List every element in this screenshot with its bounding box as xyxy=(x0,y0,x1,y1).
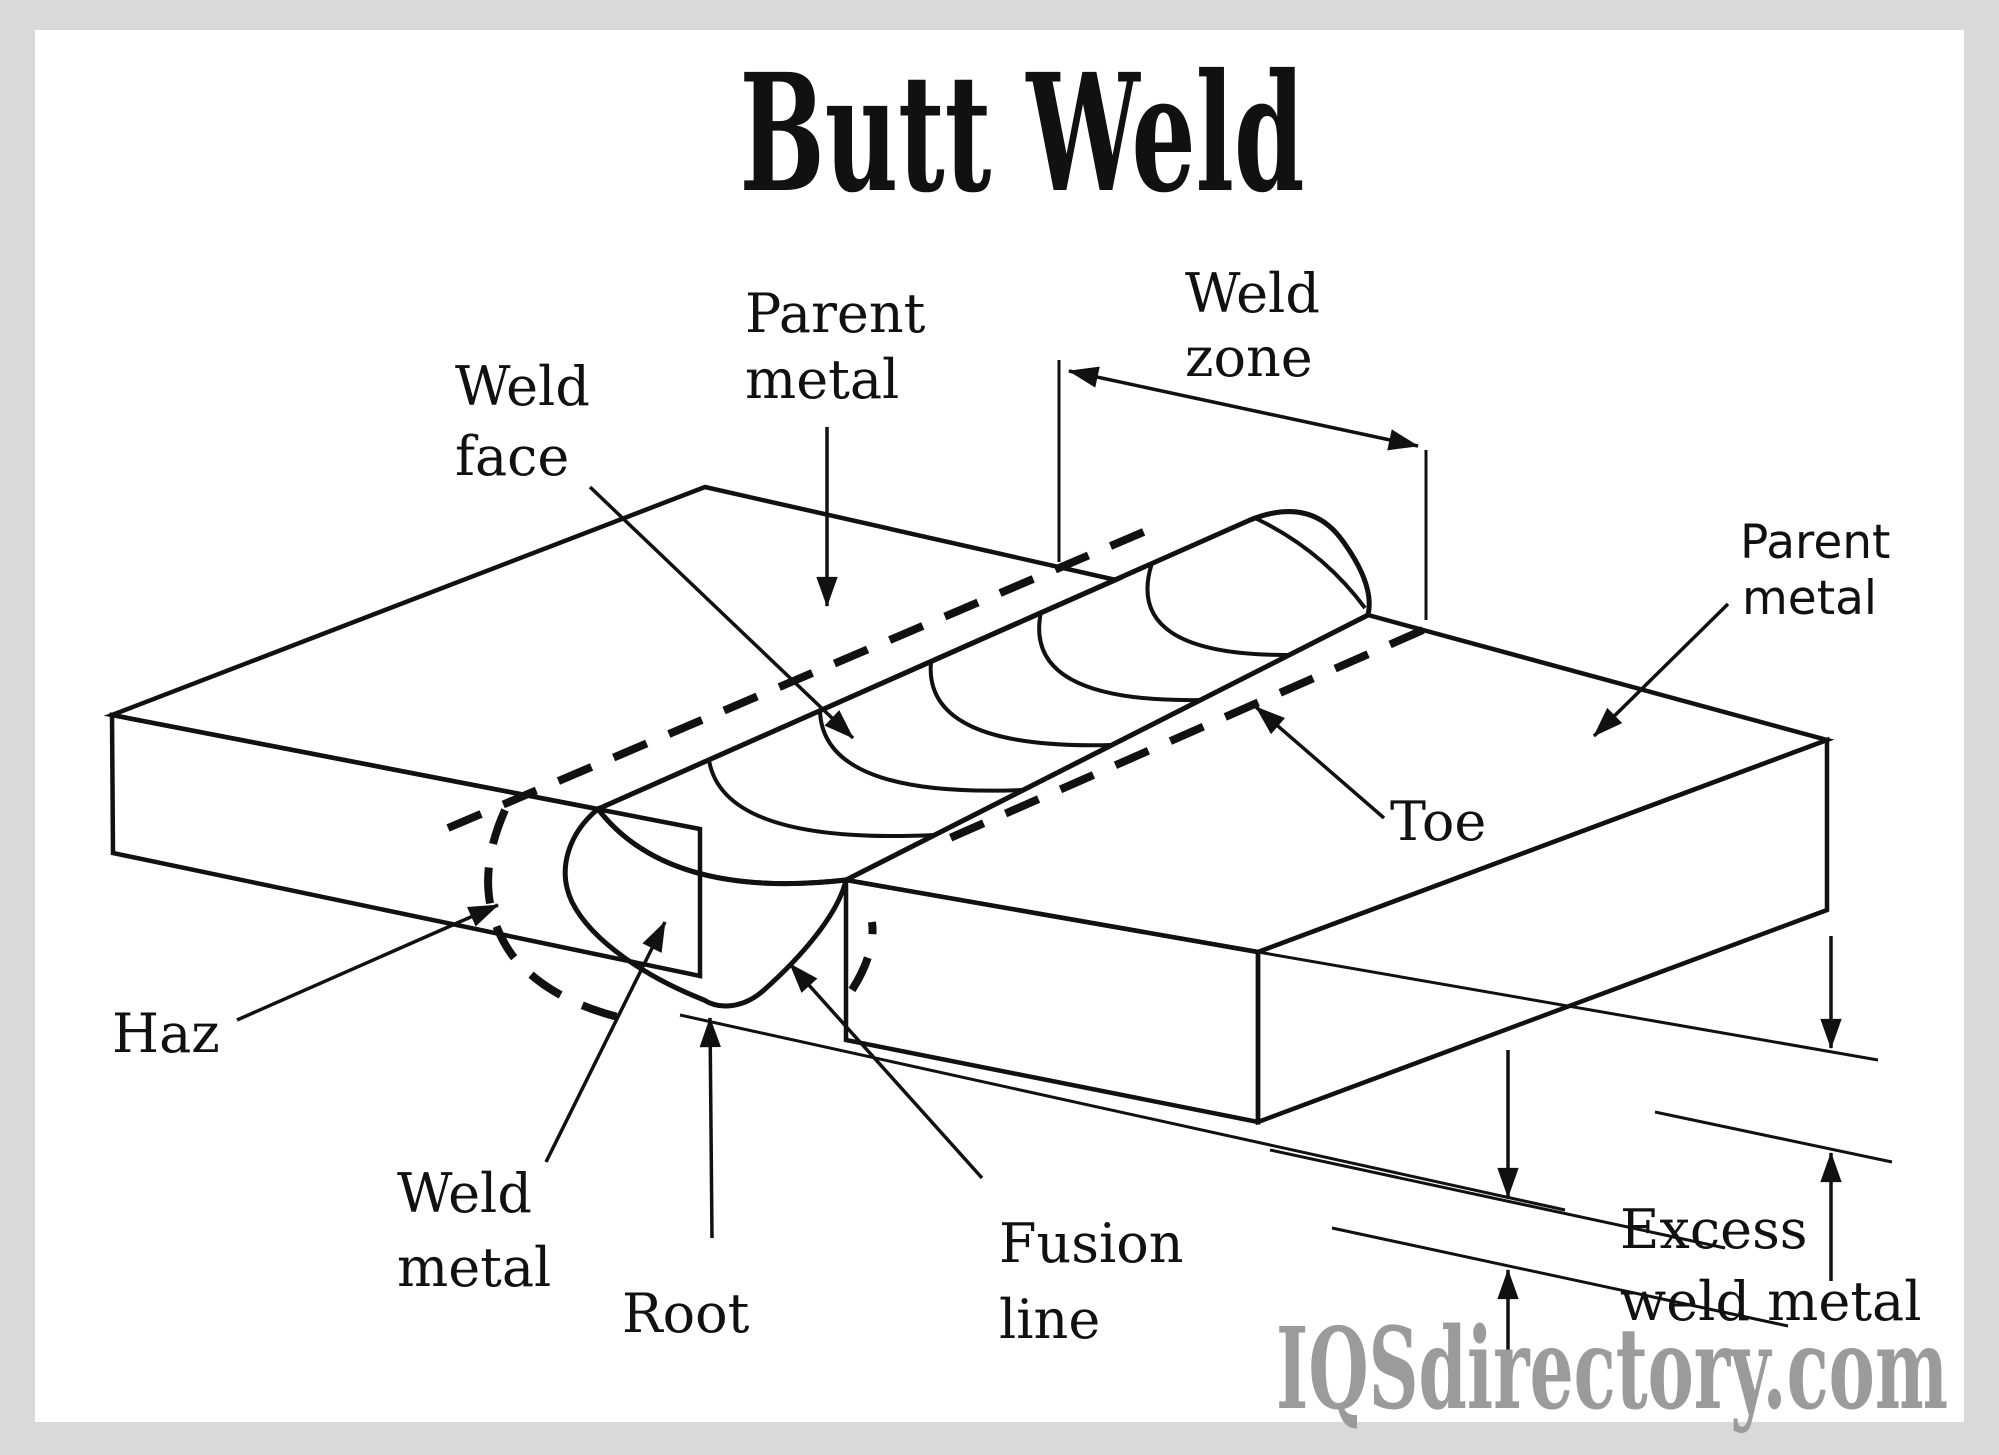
svg-text:Fusion: Fusion xyxy=(999,1212,1184,1275)
weld-metal-leader-arrow xyxy=(544,921,667,1163)
label-root: Root xyxy=(622,1282,750,1345)
weld-ripple-3 xyxy=(928,661,1113,748)
weld-bead-end-cap-arc xyxy=(1254,516,1367,610)
haz-leader-arrow xyxy=(236,903,499,1022)
canvas-background xyxy=(35,30,1964,1422)
label-toe: Toe xyxy=(1390,790,1486,853)
right-plate-front-face xyxy=(1255,736,1830,1126)
label-parent-metal-right: Parent metal xyxy=(1740,515,1890,626)
label-weld-face: Weld face xyxy=(455,355,590,488)
svg-text:Weld: Weld xyxy=(455,355,590,418)
svg-text:weld metal: weld metal xyxy=(1620,1270,1922,1333)
excess-reference-line-lower xyxy=(1331,1226,1789,1328)
weld-metal-cross-section xyxy=(562,805,850,1009)
weld-zone-dimension-arrow xyxy=(1068,366,1419,451)
weld-ripple-4 xyxy=(1037,611,1202,703)
excess-reference-line-right xyxy=(1654,1110,1893,1164)
weld-ripple-2 xyxy=(818,710,1024,793)
top-surface-extension-line xyxy=(1257,950,1879,1062)
weld-ripple-5 xyxy=(1145,562,1291,658)
haz-dashed-arc-end-face xyxy=(848,921,877,993)
haz-dashed-line-left xyxy=(446,521,1162,832)
svg-text:Parent: Parent xyxy=(745,282,926,345)
label-haz: Haz xyxy=(112,1002,220,1065)
svg-text:Parent: Parent xyxy=(1740,515,1890,570)
root-surface-extension-line xyxy=(679,1013,1566,1212)
root-leader-arrow xyxy=(699,1017,721,1239)
svg-text:line: line xyxy=(999,1288,1100,1351)
svg-text:Weld: Weld xyxy=(397,1162,532,1225)
haz-dashed-arc-front xyxy=(484,808,623,1022)
haz-dashed-line-right xyxy=(948,626,1425,842)
svg-text:metal: metal xyxy=(397,1236,551,1299)
diagram-title: Butt Weld xyxy=(740,39,1305,229)
excess-reference-line-upper xyxy=(1269,1148,1726,1250)
label-fusion-line: Fusion line xyxy=(999,1212,1184,1351)
toe-leader-arrow xyxy=(1254,705,1386,820)
parent-metal-right-leader-arrow xyxy=(1592,602,1730,738)
svg-text:face: face xyxy=(455,425,569,488)
weld-ripple-1 xyxy=(707,759,936,839)
svg-text:metal: metal xyxy=(745,348,899,411)
left-plate-front-face xyxy=(109,712,703,979)
label-excess-weld-metal: Excess weld metal xyxy=(1620,1198,1922,1333)
svg-text:zone: zone xyxy=(1185,326,1313,389)
weld-face-leader-arrow xyxy=(588,485,855,740)
label-weld-metal: Weld metal xyxy=(397,1162,551,1299)
label-parent-metal-top: Parent metal xyxy=(745,282,926,411)
label-weld-zone: Weld zone xyxy=(1185,262,1320,389)
fusion-line-leader-arrow xyxy=(788,962,984,1180)
watermark: IQSdirectory.com xyxy=(1276,1304,1948,1435)
svg-text:Excess: Excess xyxy=(1620,1198,1808,1261)
svg-text:metal: metal xyxy=(1742,571,1877,626)
svg-text:Weld: Weld xyxy=(1185,262,1320,325)
